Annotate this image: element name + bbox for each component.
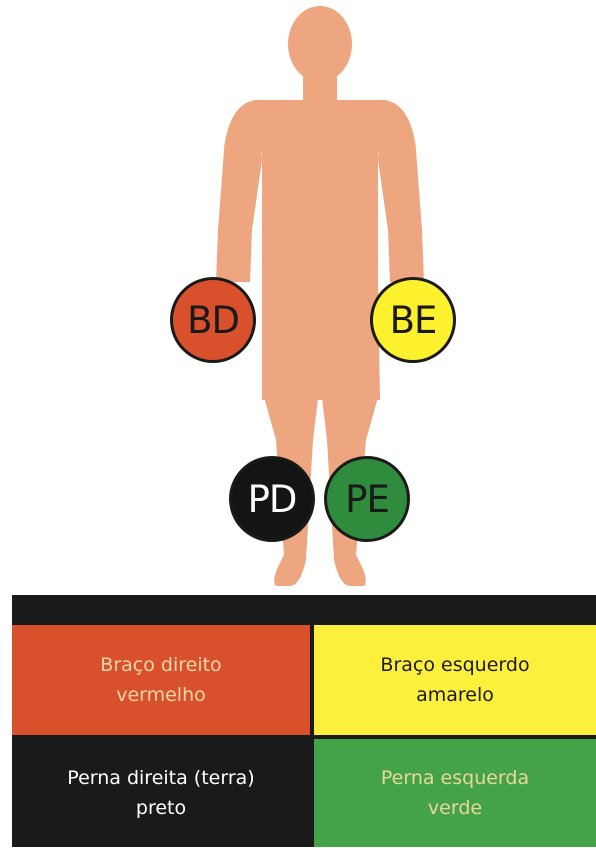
pelvis: [262, 280, 380, 400]
right-arm: [216, 102, 262, 282]
legend-left-leg-line2: verde: [427, 797, 483, 819]
electrode-bd-label: BD: [187, 298, 240, 342]
electrode-pd-label: PD: [247, 477, 298, 521]
legend-left-arm-line1: Braço esquerdo: [380, 654, 530, 676]
legend-cell-left-arm: Braço esquerdo amarelo: [314, 625, 596, 739]
legend-right-arm-line2: vermelho: [116, 684, 206, 706]
legend-cell-right-leg: Perna direita (terra) preto: [12, 739, 314, 847]
legend-right-leg-line2: preto: [135, 797, 187, 819]
electrode-pe: PE: [324, 456, 410, 542]
electrode-bd: BD: [170, 277, 256, 363]
electrode-be-label: BE: [389, 298, 438, 342]
legend-right-leg-line1: Perna direita (terra): [67, 767, 255, 789]
neck: [303, 70, 337, 104]
electrode-be: BE: [370, 277, 456, 363]
torso: [224, 100, 416, 295]
legend-right-arm-line1: Braço direito: [100, 654, 222, 676]
legend-left-arm-line2: amarelo: [416, 684, 494, 706]
legend-cell-left-leg: Perna esquerda verde: [314, 739, 596, 847]
legend-header-bar: [12, 595, 596, 625]
color-legend-table: Braço direito vermelho Braço esquerdo amar…: [12, 625, 596, 847]
electrode-pd: PD: [229, 456, 315, 542]
legend-left-leg-line1: Perna esquerda: [380, 767, 530, 789]
head: [288, 6, 352, 82]
left-arm: [378, 102, 424, 282]
electrode-pe-label: PE: [345, 477, 390, 521]
legend-cell-right-arm: Braço direito vermelho: [12, 625, 314, 739]
